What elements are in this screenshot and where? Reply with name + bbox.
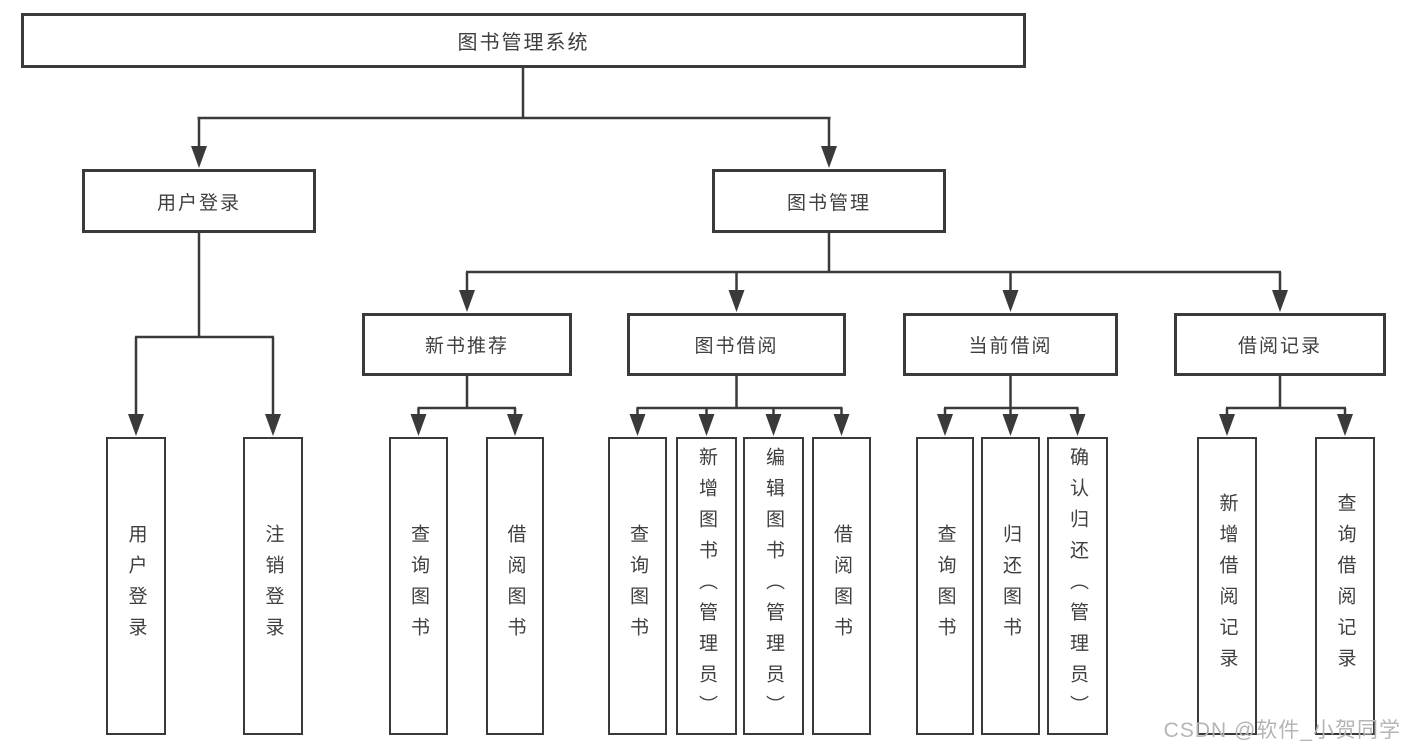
leaf-logout: 注销登录 (243, 437, 303, 735)
connector-borrow-to-leaves (636, 376, 843, 418)
connector-bookmgmt-to-level3 (465, 233, 1282, 294)
node-current-borrowing: 当前借阅 (903, 313, 1118, 376)
node-user-login-label: 用户登录 (156, 192, 241, 214)
csdn-watermark: CSDN @软件_小贺同学 (1163, 719, 1401, 742)
arrow-icon (1219, 414, 1235, 436)
arrow-icon (728, 290, 745, 312)
arrow-icon (128, 414, 144, 436)
leaf-add-book-admin-label: 新增图书（管理员） (696, 446, 717, 726)
leaf-add-book-admin: 新增图书（管理员） (676, 437, 737, 735)
node-book-borrowing-label: 图书借阅 (694, 336, 779, 357)
node-book-management: 图书管理 (712, 169, 946, 233)
arrow-icon (765, 414, 782, 436)
node-borrowing-records-label: 借阅记录 (1237, 336, 1322, 357)
leaf-user-login-label: 用户登录 (125, 524, 147, 648)
arrow-icon (507, 414, 523, 436)
arrow-icon (821, 146, 837, 168)
leaf-query-books-1-label: 查询图书 (408, 524, 429, 648)
leaf-borrow-books-2: 借阅图书 (812, 437, 871, 735)
leaf-borrow-books-1: 借阅图书 (486, 437, 544, 735)
leaf-query-books-3-label: 查询图书 (934, 524, 956, 648)
leaf-query-books-3: 查询图书 (916, 437, 974, 735)
leaf-logout-label: 注销登录 (262, 524, 284, 648)
node-borrowing-records: 借阅记录 (1174, 313, 1386, 376)
arrow-icon (410, 414, 427, 436)
leaf-edit-book-admin-label: 编辑图书（管理员） (763, 446, 784, 726)
leaf-return-book: 归还图书 (981, 437, 1040, 735)
node-library-system: 图书管理系统 (21, 13, 1026, 68)
leaf-confirm-return-admin-label: 确认归还（管理员） (1067, 446, 1088, 726)
leaf-query-books-2-label: 查询图书 (627, 524, 648, 648)
leaf-query-borrow-record-label: 查询借阅记录 (1334, 493, 1356, 679)
arrow-icon (937, 414, 953, 436)
node-book-borrowing: 图书借阅 (627, 313, 846, 376)
node-book-management-label: 图书管理 (786, 192, 871, 214)
leaf-return-book-label: 归还图书 (1000, 524, 1021, 648)
node-user-login: 用户登录 (82, 169, 316, 233)
arrow-icon (191, 146, 207, 168)
arrow-icon (629, 414, 646, 436)
connector-record-to-leaves (1225, 376, 1347, 418)
arrow-icon (833, 414, 850, 436)
node-current-borrowing-label: 当前借阅 (968, 336, 1053, 357)
connector-root-to-level2 (197, 68, 831, 150)
node-new-book-recommend-label: 新书推荐 (424, 336, 509, 357)
leaf-edit-book-admin: 编辑图书（管理员） (743, 437, 804, 735)
leaf-confirm-return-admin: 确认归还（管理员） (1047, 437, 1108, 735)
arrow-icon (698, 414, 715, 436)
leaf-query-borrow-record: 查询借阅记录 (1315, 437, 1375, 735)
node-new-book-recommend: 新书推荐 (362, 313, 572, 376)
connector-userlogin-to-leaves (134, 233, 275, 418)
arrow-icon (459, 290, 475, 312)
leaf-user-login: 用户登录 (106, 437, 166, 735)
connector-current-to-leaves (943, 376, 1079, 418)
leaf-borrow-books-2-label: 借阅图书 (831, 524, 852, 648)
leaf-add-borrow-record: 新增借阅记录 (1197, 437, 1257, 735)
arrow-icon (1002, 414, 1019, 436)
leaf-borrow-books-1-label: 借阅图书 (504, 524, 526, 648)
arrow-icon (265, 414, 281, 436)
arrow-icon (1272, 290, 1288, 312)
arrow-icon (1337, 414, 1353, 436)
connector-newbook-to-leaves (417, 376, 517, 418)
leaf-query-books-2: 查询图书 (608, 437, 667, 735)
leaf-query-books-1: 查询图书 (389, 437, 448, 735)
leaf-add-borrow-record-label: 新增借阅记录 (1216, 493, 1238, 679)
arrow-icon (1002, 290, 1019, 312)
arrow-icon (1069, 414, 1086, 436)
node-library-system-label: 图书管理系统 (457, 32, 590, 54)
